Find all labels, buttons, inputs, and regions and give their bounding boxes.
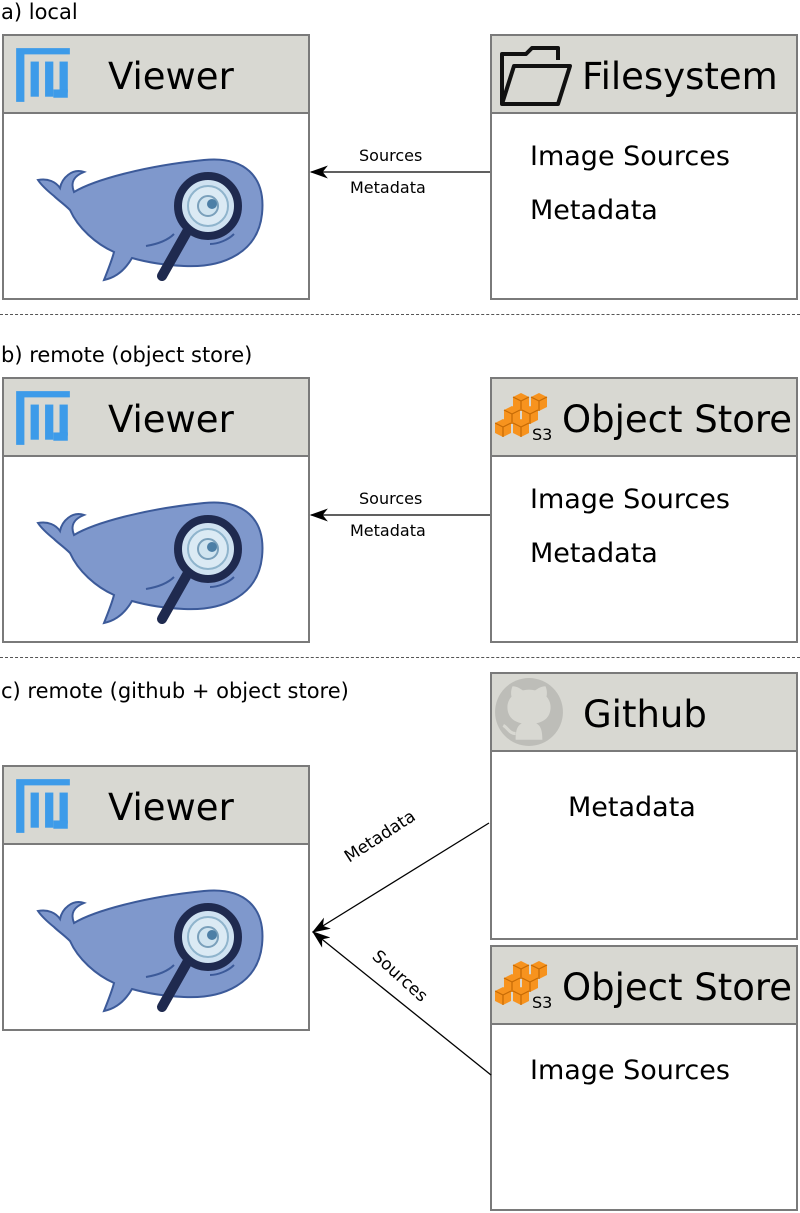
arrow-b-label-sources: Sources <box>359 489 423 508</box>
filesystem-box: Filesystem Image Sources Metadata <box>490 34 798 300</box>
object-store-header: S3 Object Store <box>492 379 796 457</box>
arrow-c-sources <box>311 931 492 1076</box>
object-store-title: Object Store <box>562 398 793 441</box>
viewer-header: Viewer <box>4 36 308 114</box>
object-store-box: S3 Object Store Image Sources Metadata <box>490 377 798 643</box>
section-label-b: b) remote (object store) <box>1 343 253 367</box>
object-store-item-metadata: Metadata <box>530 538 658 569</box>
object-store-header: S3 Object Store <box>492 947 796 1025</box>
viewer-title: Viewer <box>108 55 234 98</box>
filesystem-title: Filesystem <box>582 55 778 98</box>
viewer-box-a: Viewer <box>2 34 310 300</box>
github-header: Github <box>492 674 796 752</box>
arrow-b-label-metadata: Metadata <box>350 521 426 540</box>
object-store-box-c: S3 Object Store Image Sources <box>490 945 798 1211</box>
object-store-item-image-sources: Image Sources <box>530 484 730 515</box>
github-title: Github <box>583 693 707 736</box>
github-box: Github Metadata <box>490 672 798 940</box>
viewer-box-c: Viewer <box>2 765 310 1031</box>
section-divider-ab <box>0 314 800 315</box>
viewer-title: Viewer <box>108 786 234 829</box>
section-divider-bc <box>0 657 800 658</box>
filesystem-item-metadata: Metadata <box>530 195 658 226</box>
object-store-item-image-sources: Image Sources <box>530 1055 730 1086</box>
viewer-title: Viewer <box>108 398 234 441</box>
object-store-title: Object Store <box>562 966 793 1009</box>
viewer-box-b: Viewer <box>2 377 310 643</box>
arrow-a-label-metadata: Metadata <box>350 178 426 197</box>
filesystem-item-image-sources: Image Sources <box>530 141 730 172</box>
section-label-c: c) remote (github + object store) <box>1 679 349 703</box>
viewer-header: Viewer <box>4 767 308 845</box>
arrow-a-label-sources: Sources <box>359 146 423 165</box>
filesystem-header: Filesystem <box>492 36 796 114</box>
s3-label: S3 <box>532 425 553 444</box>
section-label-a: a) local <box>1 0 78 24</box>
arrow-c-metadata <box>311 822 490 933</box>
github-item-metadata: Metadata <box>568 792 696 823</box>
viewer-header: Viewer <box>4 379 308 457</box>
s3-label: S3 <box>532 993 553 1012</box>
